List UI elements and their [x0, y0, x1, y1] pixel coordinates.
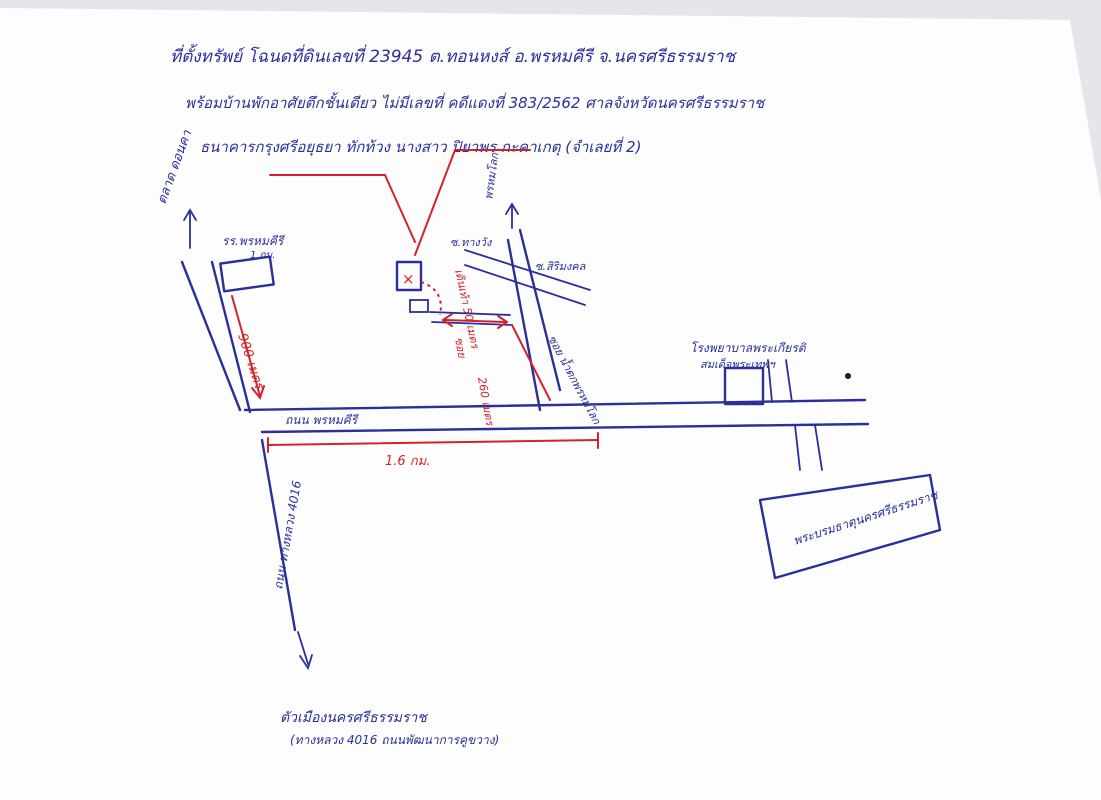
- dist-1-6-line: [267, 439, 599, 446]
- soi-left-label: ซ.ทางวัง: [450, 236, 493, 249]
- temple-box: [758, 473, 942, 580]
- school-distance: 1 กม.: [250, 250, 275, 261]
- soi-right-label: ซ.สิริมงคล: [535, 260, 587, 273]
- dist-260-label: 260 เมตร: [475, 376, 497, 428]
- dist-80-arrow-left: [441, 313, 453, 327]
- dist-1-6-label: 1.6 กม.: [385, 454, 430, 469]
- dist-900-line: [231, 295, 261, 397]
- header-line-1: ที่ตั้งทรัพย์ โฉนดที่ดินเลขที่ 23945 ต.ท…: [170, 43, 738, 67]
- main-road-bottom: [260, 422, 870, 434]
- temple-label: พระบรมธาตุนครศรีธรรมราช: [792, 487, 942, 548]
- dist-900-label: 900 เมตร: [234, 332, 267, 393]
- pointer-line-left: [269, 174, 416, 243]
- pointer-line-right: [414, 149, 531, 256]
- north-road-left: [506, 238, 542, 412]
- left-road-edge-3: [210, 260, 252, 414]
- walk-path: [420, 281, 442, 316]
- school-box: [219, 255, 275, 293]
- dist-80-line: [444, 319, 506, 323]
- main-soi-label: ซอย น้ำตกพรหมโลก: [545, 332, 605, 427]
- north-road-arrow-head: [505, 202, 519, 215]
- dist-80-arrow-right: [497, 315, 509, 329]
- main-road-label: ถนน พรหมคีรี: [285, 413, 359, 427]
- soi-top-line-2: [464, 264, 586, 306]
- south-arrow-head: [299, 654, 313, 671]
- left-road-edge-1: [180, 260, 242, 412]
- north-arrow-head: [183, 208, 197, 221]
- house-annex: [409, 299, 429, 313]
- house-soi-1: [429, 311, 511, 316]
- north-road-label: พรหมโลก: [482, 151, 502, 201]
- right-cross-road-1: [767, 359, 773, 403]
- dist-900-arrow: [251, 385, 265, 401]
- right-cross-road-2: [785, 359, 793, 403]
- header-line-3: ธนาคารกรุงศรีอยุธยา ทักท้วง นางสาว ปิยาพ…: [200, 136, 641, 156]
- soi-label: ซอย: [452, 336, 469, 360]
- bottom-destination-sub: (ทางหลวง 4016 ถนนพัฒนาการคูขวาง): [290, 733, 499, 748]
- dist-260-line: [511, 324, 551, 401]
- bottom-destination: ตัวเมืองนครศรีธรรมราช: [280, 710, 428, 726]
- right-cross-road-3: [794, 424, 801, 471]
- north-road-right: [518, 228, 562, 392]
- hospital-box: [723, 366, 765, 406]
- hospital-label-2: สมเด็จพระเทพฯ: [700, 357, 777, 371]
- road-4016-label: ถนน ทางหลวง 4016: [271, 479, 304, 590]
- right-cross-road-4: [814, 424, 823, 471]
- school-label: รร.พรหมคีรี: [222, 234, 285, 248]
- soi-top-line-1: [464, 249, 591, 291]
- north-market-label: ตลาด ดอนคา: [155, 128, 196, 207]
- left-road-edge-2: [260, 438, 297, 632]
- main-road-top: [243, 398, 867, 412]
- house-box: [395, 260, 423, 292]
- hospital-label: โรงพยาบาลพระเกียรติ: [690, 341, 807, 355]
- south-arrow-line: [297, 631, 309, 665]
- header-line-2: พร้อมบ้านพักอาศัยตึกชั้นเดียว ไม่มีเลขที…: [185, 92, 766, 112]
- house-marker: ×: [402, 270, 415, 288]
- ink-dot: [845, 373, 851, 379]
